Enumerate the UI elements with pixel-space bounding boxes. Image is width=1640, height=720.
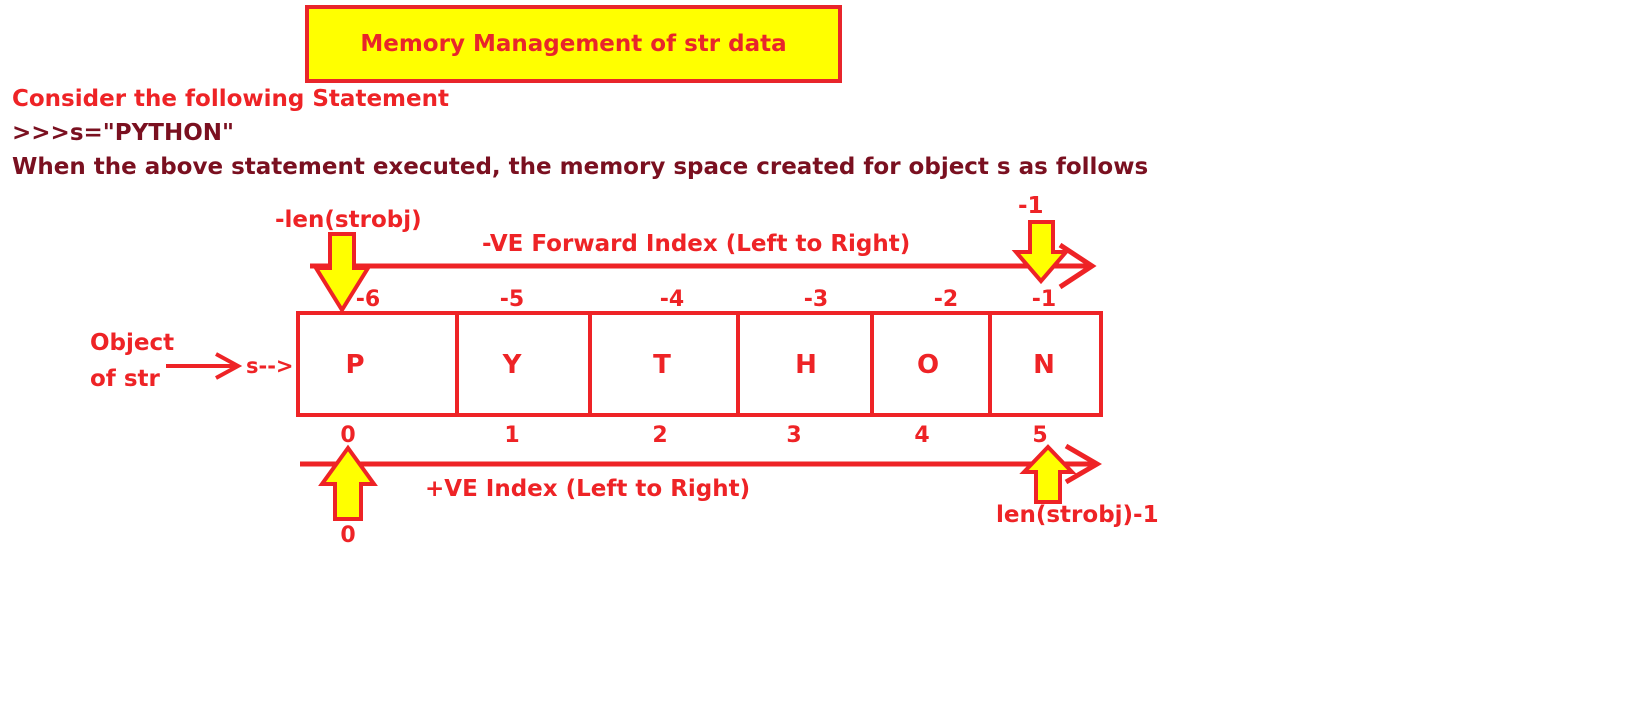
cell-char: P (345, 350, 364, 380)
object-label-line-2: of str (90, 366, 160, 392)
object-reference: Object of str s--> (90, 330, 294, 392)
negative-index: -5 (500, 287, 524, 312)
pos-end-label: len(strobj)-1 (996, 502, 1159, 528)
positive-indices: 0 1 2 3 4 5 (340, 423, 1047, 448)
positive-index: 5 (1032, 423, 1047, 448)
down-arrow-icon (312, 232, 372, 314)
pointer-label: s--> (246, 354, 294, 378)
intro-line-2: >>>s="PYTHON" (12, 120, 234, 146)
neg-start-label: -len(strobj) (275, 207, 422, 233)
neg-end-label: -1 (1018, 193, 1044, 219)
positive-axis-label: +VE Index (Left to Right) (425, 476, 750, 502)
negative-index-axis: -VE Forward Index (Left to Right) (310, 231, 1097, 290)
up-arrow-icon (318, 444, 378, 521)
pointer-arrowhead (215, 352, 243, 380)
cell-char: Y (502, 350, 523, 380)
intro-line-1: Consider the following Statement (12, 86, 449, 112)
negative-index: -6 (356, 287, 380, 312)
negative-axis-arrowhead (1058, 242, 1097, 290)
object-label-line-1: Object (90, 330, 174, 356)
negative-index: -2 (934, 287, 958, 312)
cell-char: T (653, 350, 671, 380)
positive-axis-arrowhead (1064, 443, 1102, 485)
page-title: Memory Management of str data (360, 31, 787, 57)
positive-index: 4 (914, 423, 929, 448)
up-arrow-icon (1019, 444, 1077, 504)
negative-index: -3 (804, 287, 828, 312)
cell-char: N (1033, 350, 1055, 380)
title-banner: Memory Management of str data (305, 5, 842, 83)
positive-index: 3 (786, 423, 801, 448)
pos-end-marker: len(strobj)-1 (996, 444, 1159, 528)
neg-start-marker: -len(strobj) (275, 207, 422, 314)
positive-index: 2 (652, 423, 667, 448)
pos-start-label: 0 (340, 523, 355, 548)
down-arrow-icon (1011, 220, 1071, 285)
pos-start-marker: 0 (318, 444, 378, 548)
positive-index: 0 (340, 423, 355, 448)
negative-index: -1 (1032, 287, 1056, 312)
positive-index: 1 (504, 423, 519, 448)
cell-char: H (795, 350, 817, 380)
cell-char: O (917, 350, 939, 380)
negative-index: -4 (660, 287, 684, 312)
neg-end-marker: -1 (1011, 193, 1071, 285)
negative-axis-label: -VE Forward Index (Left to Right) (482, 231, 910, 257)
memory-cells: P Y T H O N (296, 311, 1103, 417)
positive-index-axis: +VE Index (Left to Right) (300, 443, 1102, 502)
negative-indices: -6 -5 -4 -3 -2 -1 (356, 287, 1056, 312)
memory-block-outline (296, 311, 1103, 417)
intro-line-3: When the above statement executed, the m… (12, 154, 1149, 180)
